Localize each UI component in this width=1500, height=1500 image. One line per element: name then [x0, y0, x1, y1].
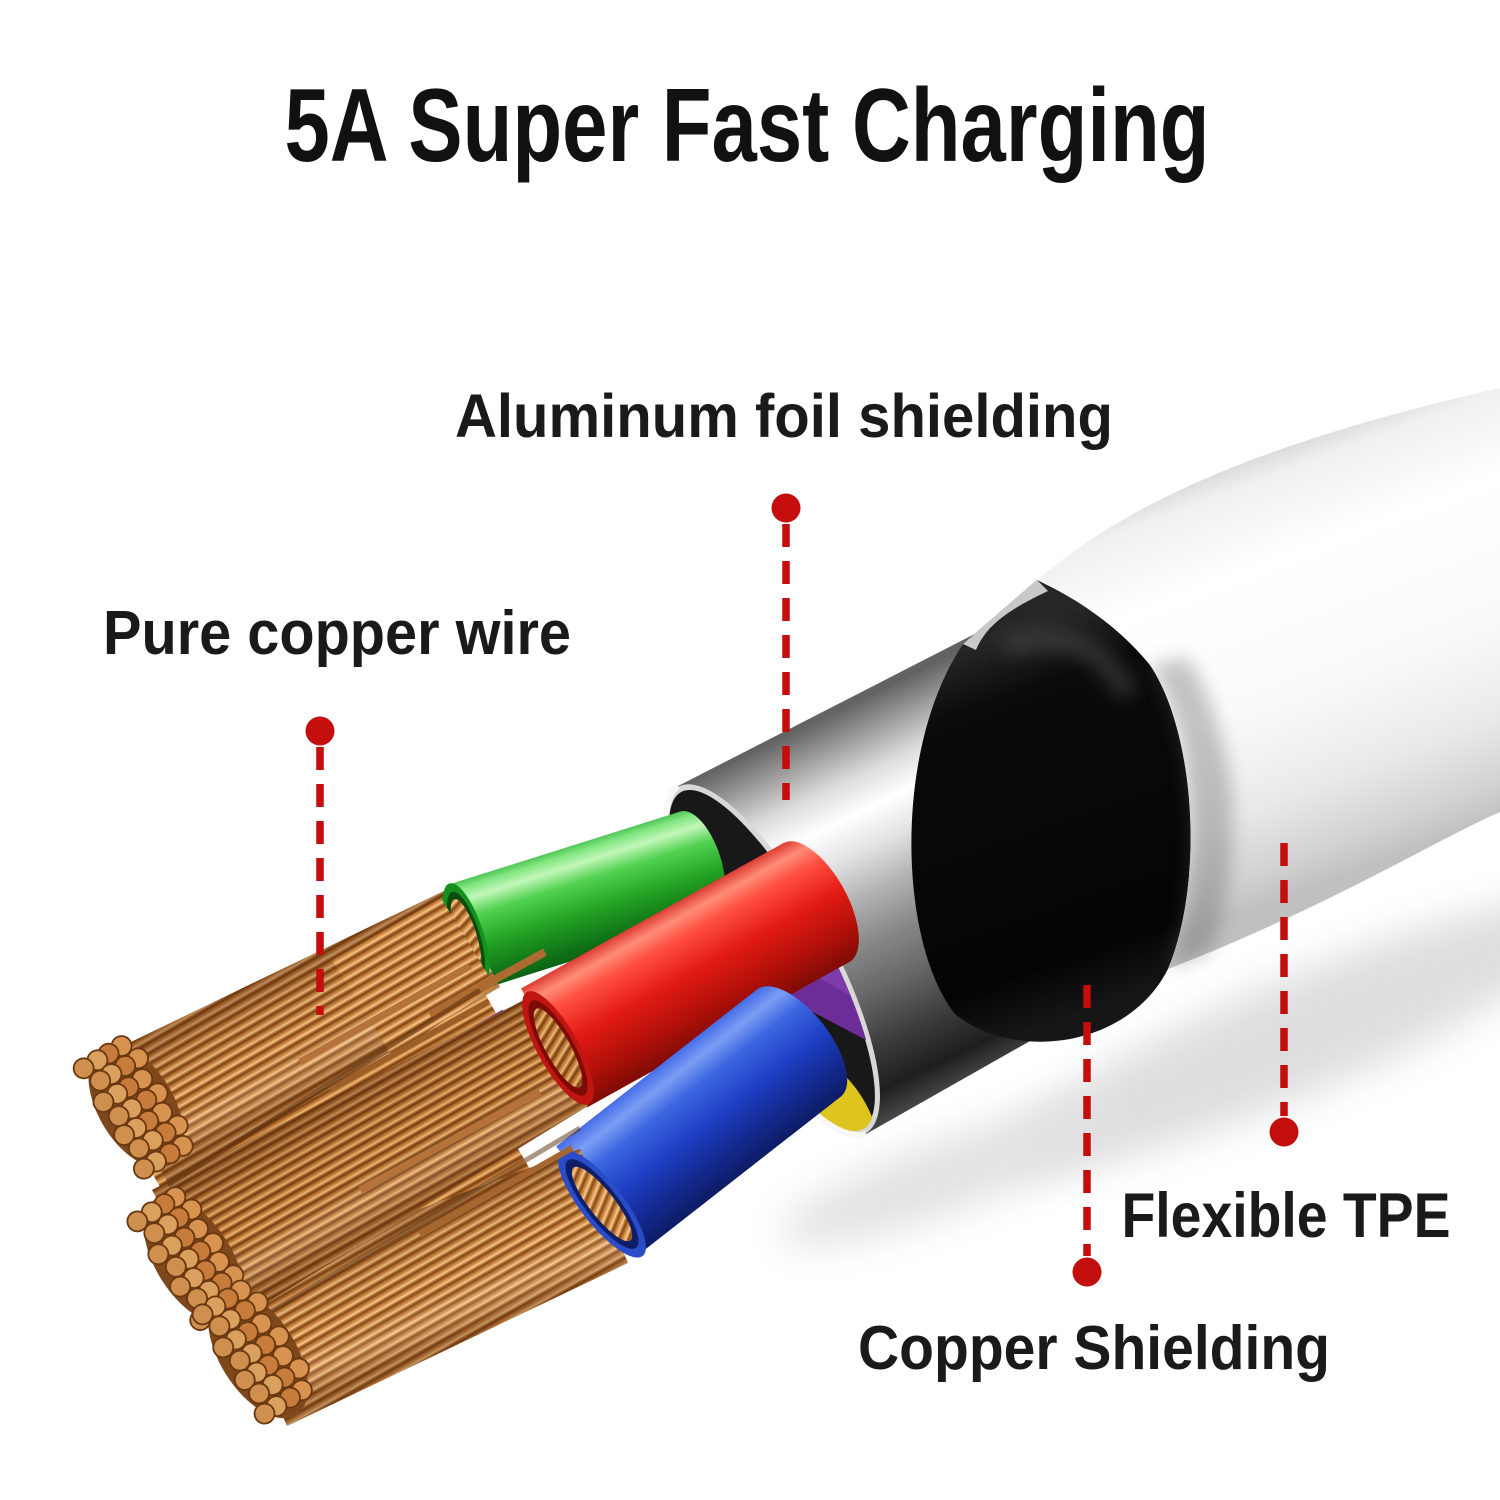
svg-text:Pure copper wire: Pure copper wire — [103, 599, 571, 668]
svg-text:5A Super Fast Charging: 5A Super Fast Charging — [285, 68, 1210, 184]
svg-text:Flexible TPE: Flexible TPE — [1122, 1181, 1451, 1251]
svg-text:Copper Shielding: Copper Shielding — [858, 1314, 1330, 1383]
svg-text:Aluminum foil shielding: Aluminum foil shielding — [455, 382, 1113, 450]
